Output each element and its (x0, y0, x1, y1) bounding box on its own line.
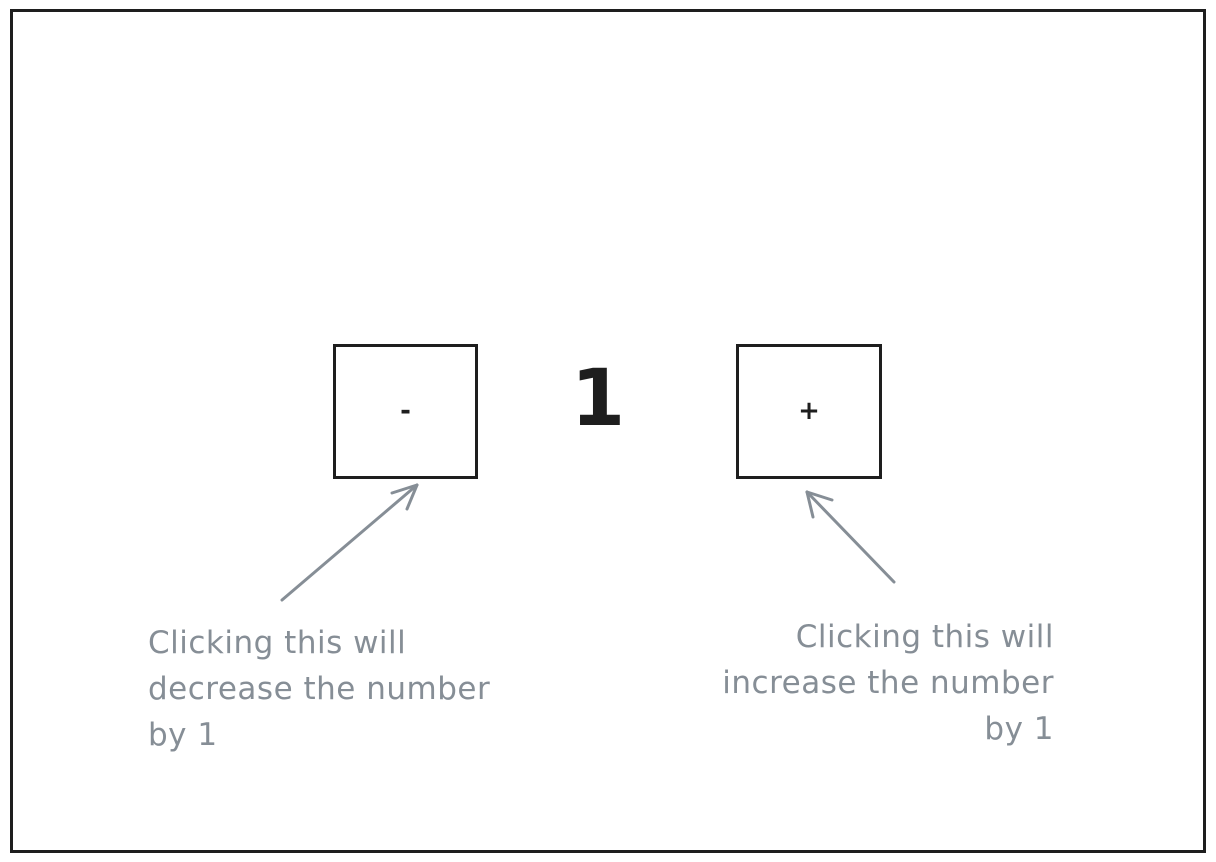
increment-button[interactable]: + (736, 344, 882, 479)
increment-label: + (798, 395, 820, 426)
decrement-button[interactable]: - (333, 344, 478, 479)
canvas-frame (10, 9, 1206, 853)
increase-annotation: Clicking this will increase the number b… (722, 619, 1054, 747)
decrement-label: - (400, 395, 411, 426)
decrease-annotation: Clicking this will decrease the number b… (148, 625, 491, 753)
counter-value: 1 (570, 354, 626, 444)
